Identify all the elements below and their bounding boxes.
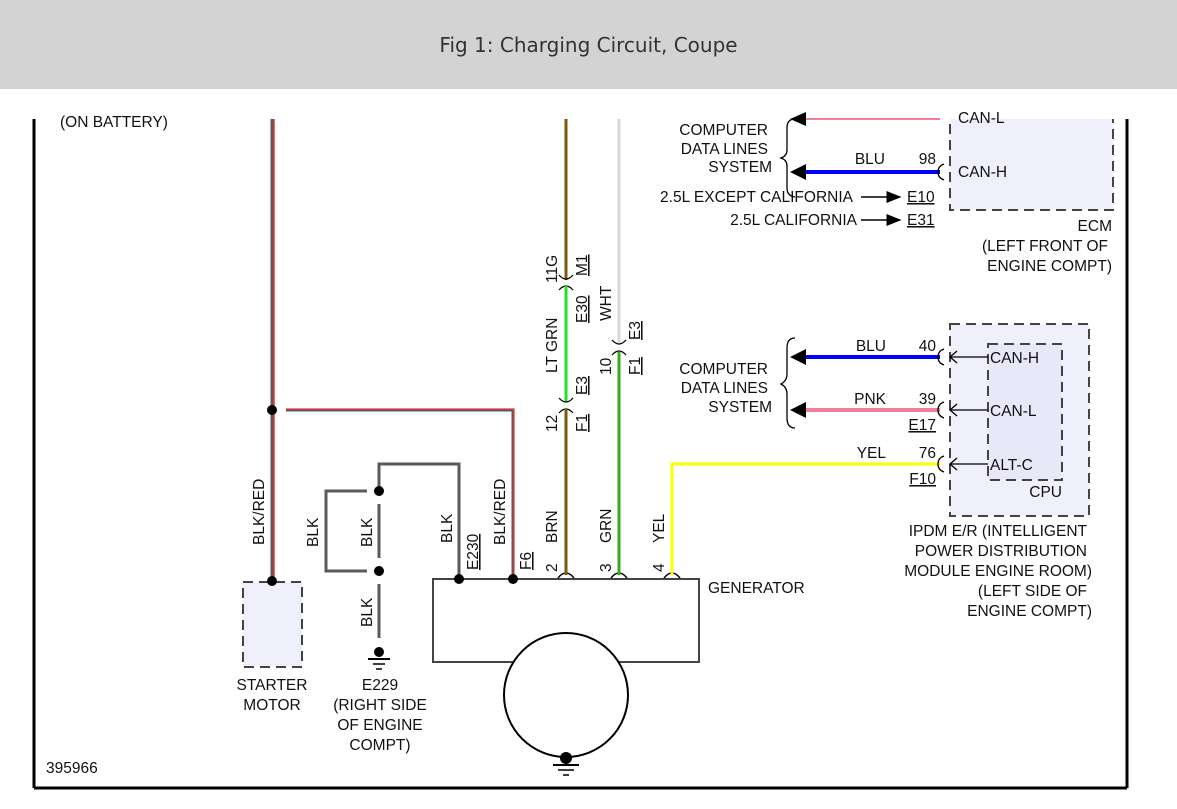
pin-label-gen-2: 2 <box>544 563 561 572</box>
ipdm-pin-can-l: CAN-L <box>990 403 1037 420</box>
wire-label-yel-ipdm: YEL <box>857 445 887 462</box>
cpu-block <box>987 343 1063 481</box>
pin-label-12: 12 <box>544 415 561 432</box>
generator-label: GENERATOR <box>708 580 805 597</box>
wire-label-blk-red-right: BLK/RED <box>492 479 509 545</box>
ipdm-label-4: (LEFT SIDE OF <box>978 583 1087 600</box>
wire-label-grn: GRN <box>598 509 615 543</box>
figure-title: Fig 1: Charging Circuit, Coupe <box>439 32 738 57</box>
variant-california: 2.5L CALIFORNIA <box>730 212 858 229</box>
wire-yel <box>670 462 940 575</box>
ground-e229-label-4: COMPT) <box>349 737 410 754</box>
figure-header: Fig 1: Charging Circuit, Coupe <box>0 0 1177 89</box>
pin-label-gen-3: 3 <box>598 563 615 572</box>
connector-e31-ecm: E31 <box>907 212 935 229</box>
data-lines-1-label-3: SYSTEM <box>708 159 772 176</box>
connector-m1: M1 <box>574 254 591 276</box>
data-lines-2-label-1: COMPUTER <box>679 361 768 378</box>
splice-dot <box>267 405 277 415</box>
cpu-label: CPU <box>1029 484 1062 501</box>
wire-label-blk-red-left: BLK/RED <box>251 479 268 545</box>
connector-e230: E230 <box>465 533 482 570</box>
ecm-pin-can-h: CAN-H <box>958 164 1007 181</box>
connector-e3-a: E3 <box>574 376 591 395</box>
ecm-pin-can-l: CAN-L <box>958 110 1005 127</box>
wire-label-blu-ipdm: BLU <box>856 338 886 355</box>
pin-label-gen-4: 4 <box>651 563 668 572</box>
ecm-label-1: ECM <box>1078 218 1112 235</box>
pin-label-ecm-98: 98 <box>919 151 936 168</box>
ipdm-label-5: ENGINE COMPT) <box>967 603 1092 620</box>
ipdm-pin-can-h: CAN-H <box>990 350 1039 367</box>
wire-label-brn: BRN <box>544 510 561 543</box>
wire-label-wht: WHT <box>598 285 615 321</box>
wire-wht-grn <box>611 119 627 575</box>
battery-note: (ON BATTERY) <box>60 114 168 131</box>
ipdm-label-2: POWER DISTRIBUTION <box>915 543 1087 560</box>
wire-brn-ltgrn <box>558 119 574 575</box>
pin-label-ipdm-39: 39 <box>919 391 936 408</box>
wire-label-blk-mid: BLK <box>359 517 376 547</box>
wire-label-blk-loop: BLK <box>305 517 322 547</box>
data-lines-1-label-2: DATA LINES <box>681 141 768 158</box>
starter-motor <box>242 576 303 668</box>
connector-e3-b: E3 <box>627 321 644 340</box>
connector-f10: F10 <box>909 471 936 488</box>
data-lines-2-label-3: SYSTEM <box>708 399 772 416</box>
pin-label-ipdm-76: 76 <box>919 445 936 462</box>
ipdm-pin-alt-c: ALT-C <box>990 457 1033 474</box>
pin-label-11g: 11G <box>544 255 561 283</box>
wire-label-yel: YEL <box>651 513 668 543</box>
ground-e229-label-1: E229 <box>362 677 398 694</box>
wire-label-blk-ground: BLK <box>359 597 376 627</box>
pin-label-ipdm-40: 40 <box>919 338 937 355</box>
ground-point <box>374 647 384 657</box>
wire-label-blu-ecm: BLU <box>855 151 885 168</box>
ipdm-label-3: MODULE ENGINE ROOM) <box>904 563 1092 580</box>
generator <box>432 572 700 776</box>
connector-e30: E30 <box>574 295 591 323</box>
starter-motor-label-2: MOTOR <box>243 697 300 714</box>
ipdm-label-1: IPDM E/R (INTELLIGENT <box>909 523 1088 540</box>
wire-label-pnk-ipdm: PNK <box>854 391 887 408</box>
connector-f1-a: F1 <box>574 414 591 432</box>
connector-f1-b: F1 <box>627 357 644 375</box>
ground-e229-label-2: (RIGHT SIDE <box>333 697 427 714</box>
ecm-label-3: ENGINE COMPT) <box>987 258 1112 275</box>
ecm <box>778 90 1130 211</box>
pin-label-10: 10 <box>598 357 615 375</box>
figure-id: 395966 <box>46 760 98 777</box>
wire-blk-ground <box>324 462 461 670</box>
wire-label-blk-e230: BLK <box>439 513 456 543</box>
ecm-label-2: (LEFT FRONT OF <box>982 238 1108 255</box>
connector-f6: F6 <box>518 552 535 570</box>
connector-e10-ecm: E10 <box>907 189 935 206</box>
starter-motor-label-1: STARTER <box>237 677 308 694</box>
diagram-frame <box>32 119 1129 790</box>
variant-except-california: 2.5L EXCEPT CALIFORNIA <box>660 189 854 206</box>
ipdm-er <box>779 323 1090 517</box>
connector-e17: E17 <box>908 417 936 434</box>
data-lines-1-label-1: COMPUTER <box>679 122 768 139</box>
data-lines-2-label-2: DATA LINES <box>681 380 768 397</box>
wire-blk-red-main <box>267 119 515 581</box>
ground-e229-label-3: OF ENGINE <box>337 717 422 734</box>
wire-label-lt-grn: LT GRN <box>544 318 561 373</box>
